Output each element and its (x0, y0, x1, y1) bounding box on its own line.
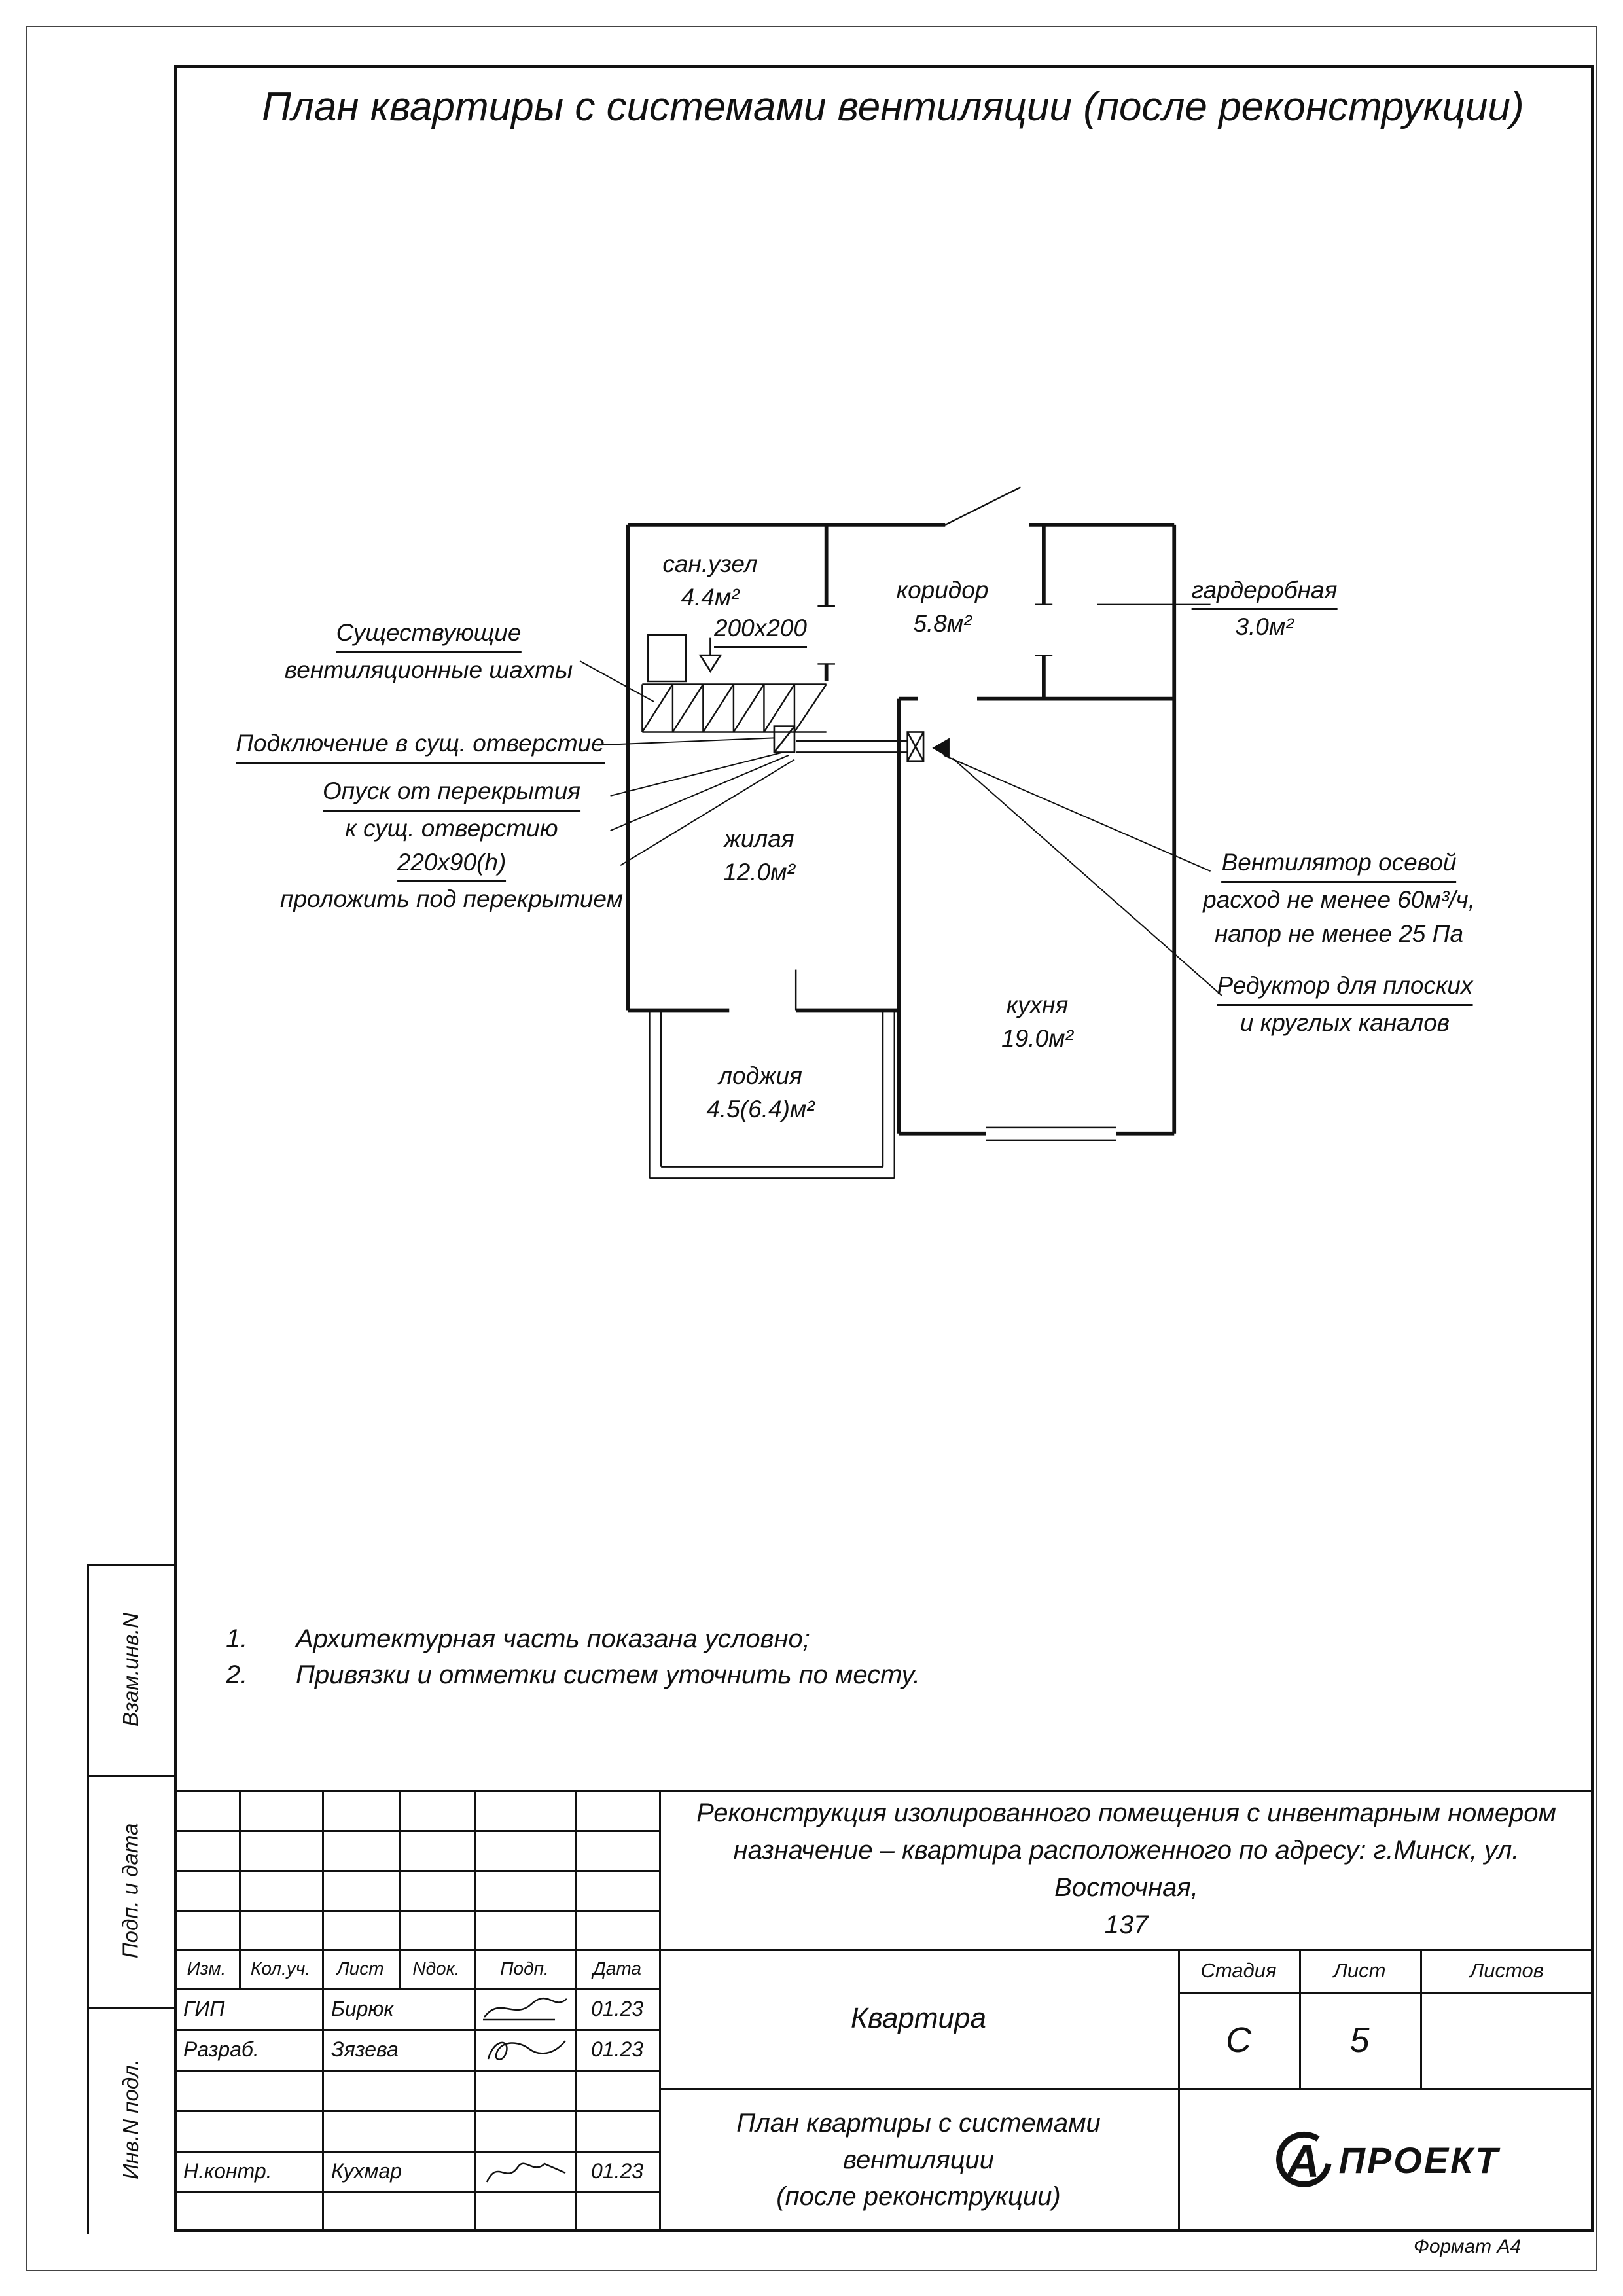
sheets-header: Листов (1470, 1958, 1544, 1982)
room-label-kuhnya: кухня 19.0м² (1001, 988, 1073, 1055)
sheet-number: 5 (1349, 2020, 1370, 2060)
column-header-list: Лист (336, 1958, 384, 1979)
column-header-koluch: Кол.уч. (250, 1958, 311, 1979)
duct-and-fan (698, 637, 925, 762)
staff-date: 01.23 (590, 2159, 644, 2183)
grid-line (322, 1790, 324, 2232)
room-label-garderobnaya: гардеробная 3.0м² (1191, 573, 1338, 643)
annotation-existing-shafts: Существующие вентиляционные шахты (285, 616, 573, 687)
sheet-title-cell: План квартиры с системами вентиляции (по… (736, 2109, 1101, 2211)
room-area: 3.0м² (1235, 613, 1294, 641)
grid-line (1178, 1992, 1594, 1994)
annotation-connection: Подключение в сущ. отверстие (236, 726, 605, 764)
room-name: сан.узел (662, 550, 758, 577)
grid-line (174, 2029, 659, 2031)
room-label-koridor: коридор 5.8м² (897, 573, 989, 640)
grid-line (87, 2007, 176, 2009)
grid-line (399, 1790, 401, 1988)
grid-line (1299, 1949, 1301, 2088)
room-name: гардеробная (1191, 573, 1338, 611)
grid-line (174, 1988, 659, 1990)
document-designation: Реконструкция изолированного помещения с… (696, 1799, 1556, 1939)
signature (474, 2151, 575, 2191)
grid-line (174, 2110, 659, 2112)
duct-size-label: 200х200 (714, 611, 807, 649)
room-name: кухня (1006, 992, 1069, 1018)
stage-header: Стадия (1200, 1958, 1277, 1982)
room-label-sanuzel: сан.узел 4.4м² (662, 547, 757, 614)
grid-line (474, 1790, 476, 2232)
grid-line (1178, 1949, 1180, 2232)
room-label-lodzhiya: лоджия 4.5(6.4)м² (706, 1059, 814, 1126)
grid-line (174, 1790, 1594, 1792)
column-header-izm: Изм. (187, 1958, 226, 1979)
grid-line (659, 2088, 1594, 2090)
grid-line (239, 1790, 241, 1988)
sheet-frame (174, 65, 1594, 2232)
signature (474, 2029, 575, 2070)
grid-line (174, 2191, 659, 2193)
grid-line (87, 1564, 89, 2234)
grid-line (174, 1870, 659, 1872)
staff-role: Разраб. (183, 2037, 259, 2061)
grid-line (174, 1910, 659, 1912)
logo-text: ПРОЕКТ (1338, 2139, 1500, 2181)
column-header-data: Дата (593, 1958, 641, 1979)
staff-date: 01.23 (590, 1996, 644, 2020)
grid-line (174, 2070, 659, 2072)
floor-plan (579, 486, 1222, 1179)
grid-line (87, 1775, 176, 1777)
room-area: 12.0м² (723, 859, 795, 886)
flow-direction-marker (932, 738, 950, 759)
thin-construction-lines (641, 486, 1116, 1179)
general-note-1-text: Архитектурная часть показана условно; (296, 1624, 810, 1653)
outer-border (26, 26, 1597, 2271)
general-note-1-number: 1. (226, 1624, 248, 1653)
format-label: Формат А4 (1414, 2236, 1522, 2257)
svg-text:А: А (1285, 2136, 1320, 2187)
logo-mark: А (1275, 2131, 1331, 2187)
staff-role: Н.контр. (183, 2159, 272, 2183)
sidebar-label-inv-podl: Инв.N подл. (118, 2059, 143, 2179)
staff-role: ГИП (183, 1996, 225, 2020)
general-note-2-text: Привязки и отметки систем уточнить по ме… (296, 1660, 921, 1689)
grid-line (1420, 1949, 1422, 2088)
grid-line (575, 1790, 577, 2232)
column-header-podp: Подп. (500, 1958, 549, 1979)
stage-value: С (1226, 2020, 1251, 2060)
staff-name: Кухмар (331, 2159, 402, 2183)
annotation-axial-fan: Вентилятор осевой расход не менее 60м³/ч… (1203, 846, 1475, 950)
staff-date: 01.23 (590, 2037, 644, 2061)
room-name: жилая (724, 825, 794, 852)
room-area: 5.8м² (913, 610, 972, 637)
grid-line (174, 1949, 1594, 1951)
page-title: План квартиры с системами вентиляции (по… (262, 84, 1524, 130)
object-name: Квартира (851, 2002, 986, 2034)
grid-line (174, 1830, 659, 1832)
column-header-ndok: Nдок. (412, 1958, 460, 1979)
room-name: коридор (896, 577, 989, 603)
grid-line (659, 1790, 661, 2232)
signature (474, 1988, 575, 2029)
grid-line (174, 2151, 659, 2153)
room-label-zhilaya: жилая 12.0м² (723, 822, 795, 889)
room-area: 4.5(6.4)м² (706, 1096, 815, 1123)
staff-name: Бирюк (331, 1996, 394, 2020)
sheet-header: Лист (1333, 1958, 1386, 1982)
sidebar-label-vzam-inv: Взам.инв.N (118, 1613, 143, 1727)
sheets-total (1420, 1992, 1594, 2088)
room-area: 4.4м² (681, 584, 740, 611)
sidebar-label-podp-data: Подп. и дата (118, 1823, 143, 1959)
annotation-duct-drop: Опуск от перекрытия к сущ. отверстию 220… (280, 774, 623, 916)
walls (626, 523, 1177, 1136)
company-logo: А ПРОЕКТ (1178, 2088, 1594, 2232)
annotation-reducer: Редуктор для плоских и круглых каналов (1217, 969, 1473, 1040)
grid-line (87, 1564, 176, 1566)
room-area: 19.0м² (1001, 1025, 1073, 1052)
staff-name: Зязева (331, 2037, 399, 2061)
room-name: лоджия (719, 1062, 802, 1089)
leader-lines (579, 603, 1222, 997)
general-note-2-number: 2. (226, 1660, 248, 1689)
